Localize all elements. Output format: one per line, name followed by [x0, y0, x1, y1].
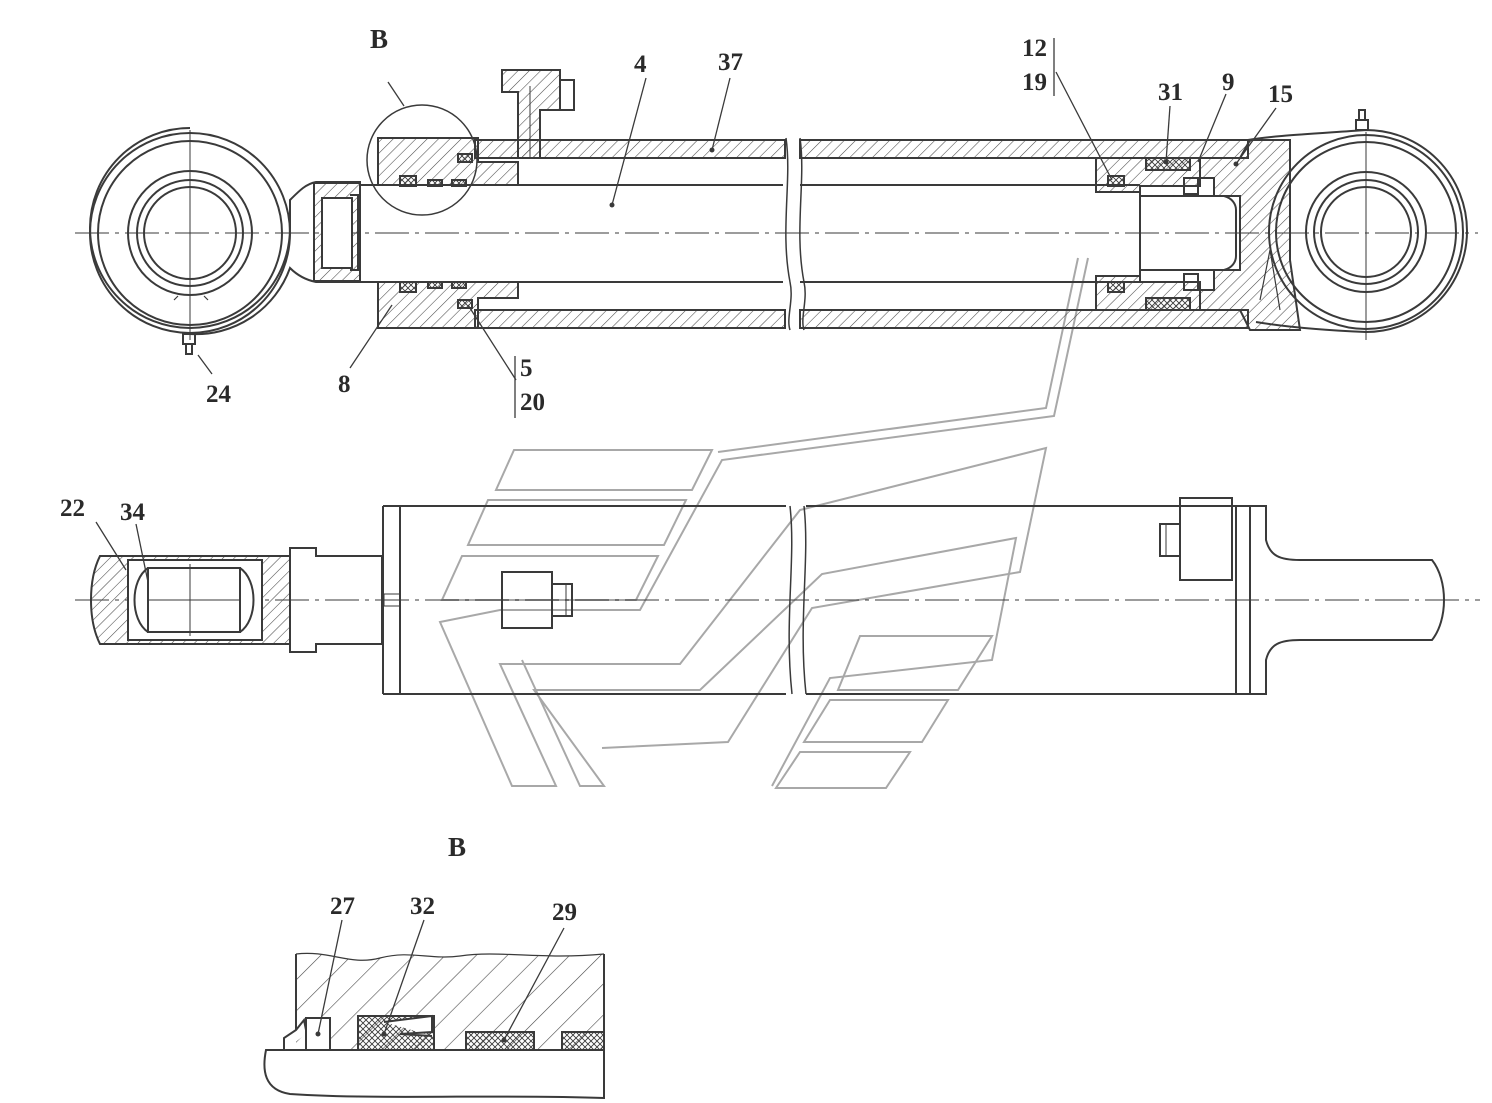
label-5: 5: [520, 355, 533, 382]
label-8: 8: [338, 371, 351, 398]
label-detail-title: B: [448, 832, 466, 862]
port-fitting-side-left: [501, 571, 573, 629]
label-20: 20: [520, 389, 545, 416]
piston-assembly: [1095, 157, 1201, 311]
label-32: 32: [410, 893, 435, 920]
cylinder-body-exterior: [382, 505, 1445, 695]
section-view: [75, 38, 1478, 418]
label-34: 34: [120, 499, 146, 526]
label-detail-callout: B: [370, 24, 388, 54]
label-9: 9: [1222, 69, 1235, 96]
watermark-logo: [438, 257, 1089, 789]
right-end-cap: [1199, 139, 1302, 331]
label-37: 37: [718, 49, 743, 76]
label-22: 22: [60, 495, 85, 522]
label-29: 29: [552, 899, 577, 926]
grease-nipple-right: [1355, 109, 1369, 131]
label-24: 24: [206, 381, 232, 408]
cylinder-tube: [474, 139, 1249, 329]
rod-eye-section: [90, 555, 291, 645]
label-27: 27: [330, 893, 355, 920]
detail-b-circle: [366, 104, 478, 216]
label-4: 4: [634, 51, 647, 78]
label-15: 15: [1268, 81, 1293, 108]
label-12: 12: [1022, 35, 1047, 62]
grease-nipple-left: [182, 333, 196, 355]
leader-lines-side: [95, 521, 149, 583]
gland-head: [377, 137, 519, 329]
guide-ring-29: [465, 1031, 535, 1051]
detail-b-view: [263, 919, 605, 1100]
hydraulic-port-fitting: [501, 69, 575, 159]
label-31: 31: [1158, 79, 1183, 106]
callout-labels: B 4 37 12 19 31 9 15 24 8 5 20 22 34 B 2…: [60, 24, 1293, 926]
label-19: 19: [1022, 69, 1047, 96]
leader-lines-main: [197, 38, 1277, 418]
port-fitting-side-right: [1159, 497, 1233, 581]
right-eye-mount: [1247, 128, 1468, 340]
exterior-view: [75, 497, 1480, 695]
